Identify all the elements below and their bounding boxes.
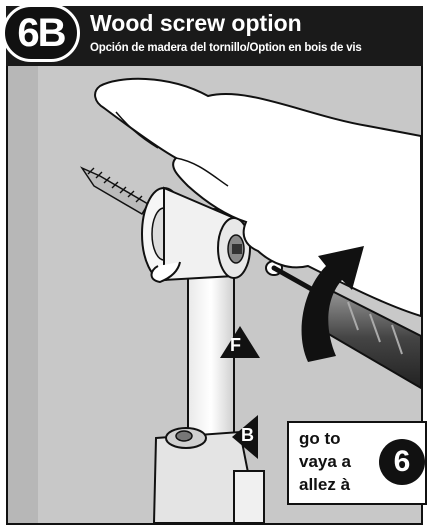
step-title: Wood screw option bbox=[90, 10, 302, 36]
goto-line-es: vaya a bbox=[299, 452, 351, 471]
step-subtitle: Opción de madera del tornillo/Option en … bbox=[90, 42, 362, 54]
step-number-badge: 6B bbox=[2, 4, 80, 62]
goto-line-fr: allez à bbox=[299, 475, 351, 494]
rotation-arrow bbox=[301, 246, 364, 362]
callout-f-marker bbox=[220, 326, 260, 358]
callout-b-marker bbox=[232, 415, 258, 459]
mount-cylinder bbox=[163, 186, 251, 282]
goto-step-box: go to vaya a allez à 6 bbox=[287, 421, 427, 505]
callout-b-label: B bbox=[241, 425, 254, 445]
goto-step-number: 6 bbox=[379, 439, 425, 485]
callout-f-label: F bbox=[230, 335, 241, 355]
goto-line-en: go to bbox=[299, 429, 341, 448]
installation-illustration bbox=[8, 66, 421, 523]
lower-bracket bbox=[152, 427, 265, 523]
